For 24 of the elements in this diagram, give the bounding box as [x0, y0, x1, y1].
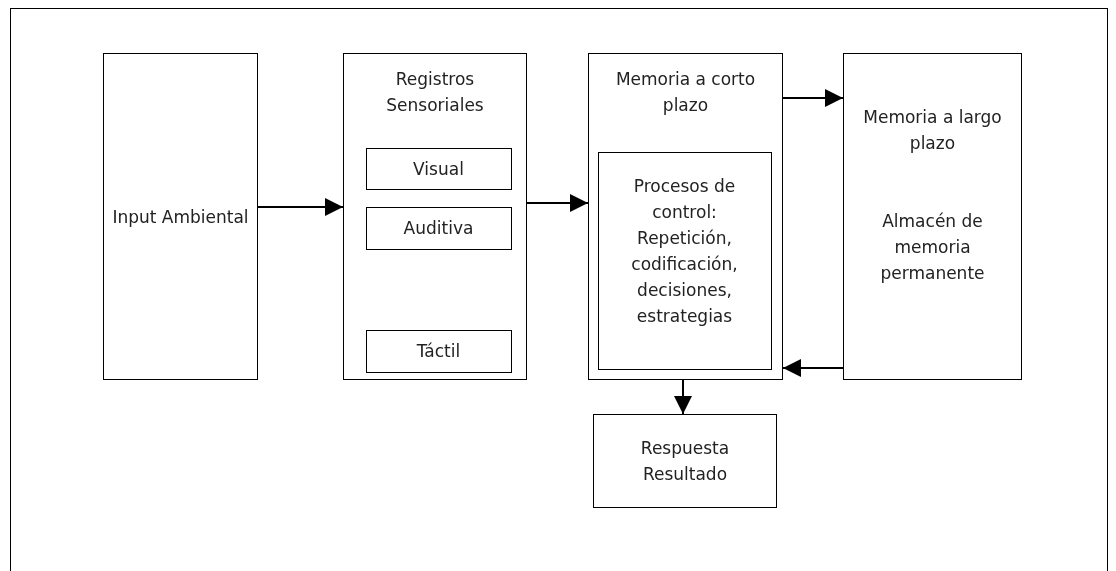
process-box: [365, 329, 512, 373]
box-label: Memoria a corto plazo: [614, 68, 757, 117]
process-box: [103, 53, 258, 380]
process-box: [593, 414, 777, 508]
process-box: [365, 147, 512, 190]
process-box: [365, 206, 512, 250]
box-label: Táctil: [415, 340, 462, 363]
arrow: [257, 198, 344, 216]
box-label: Respuesta Resultado: [639, 437, 731, 486]
process-box: [343, 53, 527, 380]
process-box: [843, 53, 1022, 380]
arrow: [674, 379, 692, 415]
process-box: [597, 151, 772, 370]
process-box: [588, 53, 783, 380]
box-label: Registros Sensoriales: [385, 68, 485, 117]
box-label: Auditiva: [402, 217, 475, 240]
box-label: Almacén de memoria permanente: [879, 210, 986, 285]
box-label: Procesos de control: Repetición, codificación, decisiones, estrategias: [630, 174, 739, 328]
box-label: Visual: [412, 157, 465, 181]
box-label: Input Ambiental: [111, 205, 250, 229]
box-label: Memoria a largo plazo: [862, 106, 1003, 155]
arrow: [782, 359, 844, 377]
arrow: [782, 89, 844, 107]
arrow: [526, 194, 589, 212]
